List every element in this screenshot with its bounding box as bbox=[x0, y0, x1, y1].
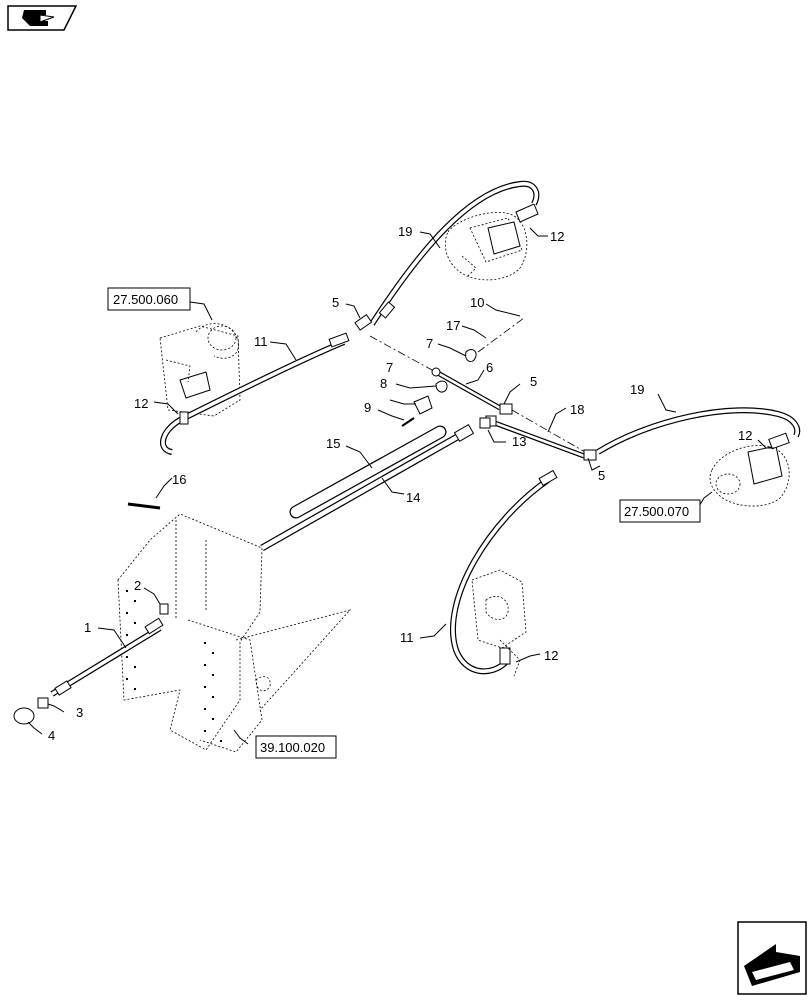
callout-12-right: 12 bbox=[738, 428, 752, 443]
callout-3: 3 bbox=[76, 705, 83, 720]
hose-15 bbox=[289, 425, 447, 519]
callout-11-upper: 11 bbox=[254, 334, 268, 349]
callout-1: 1 bbox=[84, 620, 91, 635]
callout-numbers: 19 12 5 10 17 11 7 6 7 5 8 12 9 18 19 12… bbox=[48, 224, 752, 743]
hose-1 bbox=[50, 617, 164, 697]
callout-15: 15 bbox=[326, 436, 340, 451]
left-motor-assembly bbox=[159, 323, 241, 417]
callout-5-top: 5 bbox=[332, 295, 339, 310]
hose-11-lower bbox=[449, 477, 550, 675]
callout-18: 18 bbox=[570, 402, 584, 417]
book-arrow-icon[interactable] bbox=[7, 5, 78, 31]
hose-19-upper bbox=[369, 180, 540, 326]
leader-lines bbox=[27, 227, 774, 745]
ref-box-39-100-020[interactable]: 39.100.020 bbox=[255, 735, 337, 759]
callout-5-right: 5 bbox=[598, 468, 605, 483]
lower-motor-assembly bbox=[471, 569, 527, 677]
hose-14 bbox=[260, 417, 491, 552]
callout-19-right: 19 bbox=[630, 382, 644, 397]
callout-5-mid: 5 bbox=[530, 374, 537, 389]
callout-6: 6 bbox=[486, 360, 493, 375]
ref-box-27-500-070[interactable]: 27.500.070 bbox=[619, 499, 701, 523]
right-motor-assembly bbox=[709, 432, 790, 507]
callout-19-upper: 19 bbox=[398, 224, 412, 239]
callout-12-left: 12 bbox=[134, 396, 148, 411]
frame-assembly bbox=[117, 513, 352, 753]
next-page-arrow-icon[interactable] bbox=[737, 921, 807, 995]
callout-16: 16 bbox=[172, 472, 186, 487]
svg-text:27.500.070: 27.500.070 bbox=[624, 504, 689, 519]
callout-12-lower: 12 bbox=[544, 648, 558, 663]
callout-7-upper: 7 bbox=[426, 336, 433, 351]
tube-6 bbox=[431, 367, 502, 411]
callout-13: 13 bbox=[512, 434, 526, 449]
callout-7-lower: 7 bbox=[386, 360, 393, 375]
callout-11-lower: 11 bbox=[400, 630, 414, 645]
callout-10: 10 bbox=[470, 295, 484, 310]
callout-4: 4 bbox=[48, 728, 55, 743]
upper-motor-assembly bbox=[444, 203, 539, 281]
tube-18 bbox=[485, 403, 585, 459]
hose-19-right bbox=[596, 407, 801, 455]
svg-text:27.500.060: 27.500.060 bbox=[113, 292, 178, 307]
svg-text:39.100.020: 39.100.020 bbox=[260, 740, 325, 755]
callout-12-upper: 12 bbox=[550, 229, 564, 244]
ref-box-27-500-060[interactable]: 27.500.060 bbox=[107, 287, 191, 311]
callout-17: 17 bbox=[446, 318, 460, 333]
hose-11-upper bbox=[160, 339, 346, 455]
callout-9: 9 bbox=[364, 400, 371, 415]
callout-8: 8 bbox=[380, 376, 387, 391]
callout-2: 2 bbox=[134, 578, 141, 593]
callout-14: 14 bbox=[406, 490, 420, 505]
